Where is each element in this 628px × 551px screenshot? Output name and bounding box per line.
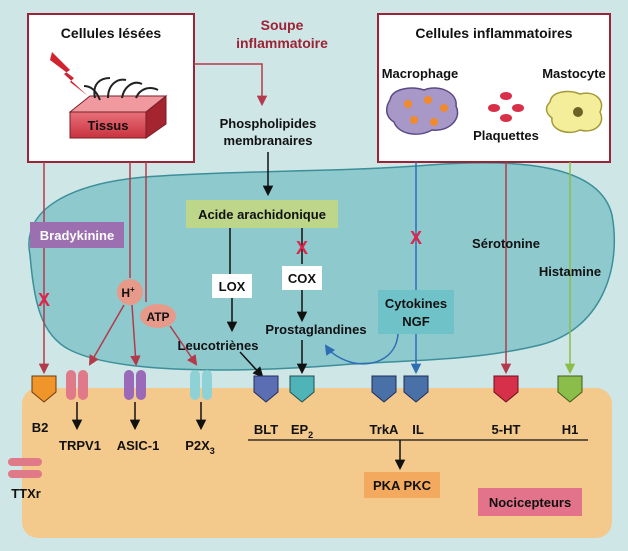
cytokines-block-mark: X xyxy=(410,228,422,248)
cox-label: COX xyxy=(288,271,317,286)
macrophage-icon xyxy=(386,87,459,135)
leukotrienes-label: Leucotriènes xyxy=(178,338,259,353)
h-plus-to-trpv1-arrow xyxy=(88,304,125,366)
leukotriene-arrow xyxy=(239,351,264,378)
macrophage-label: Macrophage xyxy=(382,66,459,81)
receptor-il xyxy=(403,375,429,403)
injured-cells-title: Cellules lésées xyxy=(61,25,162,41)
atp-badge xyxy=(140,304,176,328)
h-plus-badge xyxy=(117,279,143,305)
h1-label: H1 xyxy=(562,422,579,437)
b2-label: B2 xyxy=(32,420,49,435)
nociceptors-label: Nocicepteurs xyxy=(489,495,571,510)
arachidonic-acid-label: Acide arachidonique xyxy=(198,207,326,222)
ep2-label: EP2 xyxy=(291,422,313,440)
cytokines-line1: Cytokines xyxy=(385,296,447,311)
pka-pkc-label: PKA PKC xyxy=(373,478,432,493)
receptor-blt xyxy=(253,375,279,403)
bradykinin-label: Bradykinine xyxy=(40,228,114,243)
lightning-bolt-icon xyxy=(50,52,88,96)
channel-trpv1 xyxy=(66,370,88,431)
5ht-label: 5-HT xyxy=(492,422,521,437)
lox-label: LOX xyxy=(219,279,246,294)
arachidonic-acid-box xyxy=(186,200,338,228)
soup-label-line1: Soupe xyxy=(261,17,304,33)
mast-cell-icon xyxy=(545,90,603,134)
inflammatory-cells-title: Cellules inflammatoires xyxy=(415,25,572,41)
soup-label-line2: inflammatoire xyxy=(236,35,328,51)
cox-block-mark: X xyxy=(296,238,308,258)
asic1-label: ASIC-1 xyxy=(117,438,160,453)
h-plus-label: H+ xyxy=(121,285,135,300)
channel-ttxr xyxy=(8,458,42,478)
receptor-ep2 xyxy=(289,375,315,403)
mast-cell-label: Mastocyte xyxy=(542,66,606,81)
ttxr-label: TTXr xyxy=(11,486,41,501)
trka-label: TrkA xyxy=(370,422,400,437)
cox-box xyxy=(282,266,322,290)
pka-pkc-box xyxy=(364,472,440,498)
bradykinin-block-mark: X xyxy=(38,290,50,310)
receptor-5ht xyxy=(493,375,519,403)
serotonin-label: Sérotonine xyxy=(472,236,540,251)
nociceptor-band xyxy=(22,388,612,538)
platelets-icon xyxy=(488,92,524,122)
atp-label: ATP xyxy=(146,310,169,324)
atp-to-p2x3-arrow xyxy=(169,325,198,366)
h-plus-to-asic-arrow xyxy=(130,304,141,367)
il-label: IL xyxy=(412,422,424,437)
cytokines-line2: NGF xyxy=(402,314,430,329)
platelets-label: Plaquettes xyxy=(473,128,539,143)
histamine-label: Histamine xyxy=(539,264,601,279)
trpv1-label: TRPV1 xyxy=(59,438,101,453)
nociceptors-box xyxy=(478,488,582,516)
receptor-trka xyxy=(371,375,397,403)
phospholipids-line1: Phospholipides xyxy=(220,116,317,131)
tissue-block xyxy=(68,77,168,139)
receptor-b2 xyxy=(31,375,57,403)
channel-p2x3 xyxy=(190,370,212,431)
receptor-h1 xyxy=(557,375,583,403)
phospholipids-line2: membranaires xyxy=(224,133,313,148)
lox-box xyxy=(212,274,252,298)
channel-asic1 xyxy=(124,370,146,431)
bradykinin-box xyxy=(30,222,124,248)
cytokines-to-prostaglandins-arrow xyxy=(324,333,399,365)
cytokines-box xyxy=(378,290,454,334)
p2x3-label: P2X3 xyxy=(185,438,215,456)
prostaglandins-label: Prostaglandines xyxy=(265,322,366,337)
tissue-label: Tissus xyxy=(88,118,129,133)
blt-label: BLT xyxy=(254,422,278,437)
soup-arrow xyxy=(194,63,268,107)
